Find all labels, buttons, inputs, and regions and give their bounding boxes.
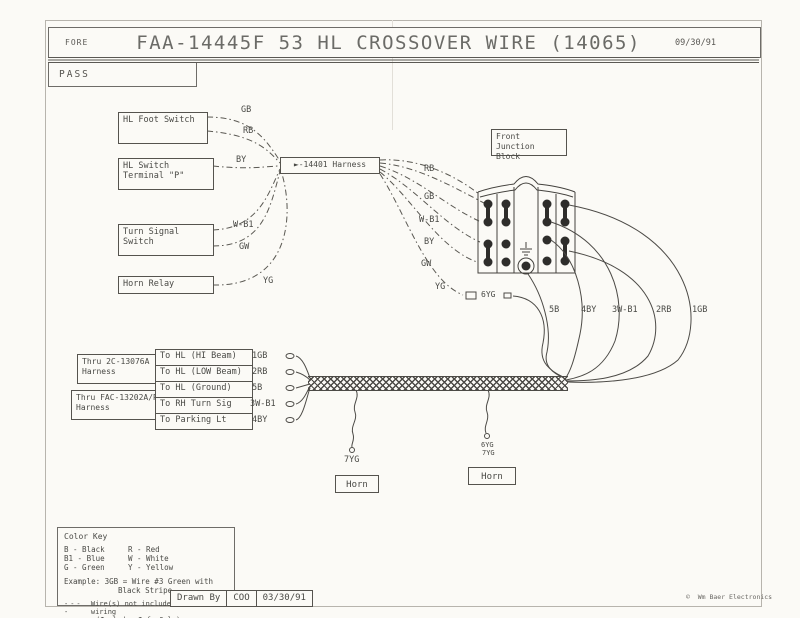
wire-label-5b: 5B [549,305,560,315]
dest-label: To HL (Ground) [160,383,232,393]
output-wires [512,204,692,383]
wire-label-by: BY [236,155,247,165]
dest-wire-1gb: 1GB [252,351,268,361]
left-horn-wire-label: 7YG [344,455,360,465]
front-junction-block-label: Front Junction Block [491,129,567,161]
dest-wire-2rb: 2RB [252,367,268,377]
sheet-border-top [45,20,761,21]
thru-harness-label: Thru 2C-13076A Harness [82,357,150,376]
wire-label-mid-rb: RB [424,164,435,174]
wire-label-1gb: 1GB [692,305,708,315]
org-label: FORE [65,38,89,47]
junction-block-graphic [477,176,576,275]
sheet-border-right [761,20,762,607]
left-horn-box: Horn [335,475,379,493]
color-key-box: Color Key B - Black R - Red B1 - Blue W … [57,527,235,618]
device-label: HL Switch Terminal "P" [123,161,185,181]
dest-hl-hi-beam: To HL (HI Beam) [155,349,253,366]
right-horn-box: Horn [468,467,516,485]
sheet-border-left [45,20,46,607]
title-block: Drawn By COO 03/30/91 [170,590,313,607]
color-key-title: Color Key [64,532,108,541]
copyright-notice: © Wm Baer Electronics [686,593,773,601]
dashed-wires-devices-to-harness [206,116,288,286]
device-label: Turn Signal Switch [123,227,180,247]
main-harness-bundle [308,376,568,391]
dest-wire-3w-b1: 3W-B1 [250,399,276,409]
device-label: HL Foot Switch [123,115,195,125]
pass-label: PASS [59,69,90,80]
pass-box: PASS [48,63,197,87]
dest-hl-low-beam: To HL (LOW Beam) [155,365,253,382]
device-hl-switch-terminal-p: HL Switch Terminal "P" [118,158,214,190]
wire-label-3w-b1: 3W-B1 [612,305,638,315]
wire-label-mid-by: BY [424,237,435,247]
horn-wires [349,389,490,453]
device-turn-signal-switch: Turn Signal Switch [118,224,214,256]
wire-label-gw: GW [239,242,250,252]
color-key-entry: Y - Yellow [128,563,174,572]
dest-wire-5b: 5B [252,383,263,393]
dest-hl-ground: To HL (Ground) [155,381,253,398]
color-key-note-line1: Wire(s) not included with main wiring [90,600,218,616]
color-key-example-line1: Example: 3GB = Wire #3 Green with [64,577,214,586]
dest-label: To HL (HI Beam) [160,351,237,361]
dest-label: To HL (LOW Beam) [160,367,242,377]
device-label: Horn Relay [123,279,175,289]
page-title: FAA-14445F 53 HL CROSSOVER WIRE (14065) [136,31,641,54]
sheet-border-bottom [45,606,762,607]
color-key-note-line2: (Includes Info Only) [96,616,228,618]
dest-rh-turn-sig: To RH Turn Sig [155,397,253,414]
color-key-entry: B1 - Blue [64,554,105,563]
harness-label: ►-14401 Harness [293,160,367,169]
right-horn-wire-label-b: 7YG [482,449,495,457]
thru-harness-2c13076a: Thru 2C-13076A Harness [77,354,163,384]
wire-label-rb: RB [243,126,254,136]
wire-label-mid-gw: GW [421,259,432,269]
dest-wire-4by: 4BY [252,415,268,425]
color-key-entry: B - Black [64,545,105,554]
wire-label-gb: GB [241,105,252,115]
title-bar-stripe [48,57,759,63]
horn-feed-connector-symbols [465,291,512,300]
dest-parking-lt: To Parking Lt [155,413,253,430]
color-key-example-line2: Black Stripe. [118,586,177,595]
junction-terminals [483,199,570,271]
wire-label-yg: YG [263,276,274,286]
wire-label-mid-w-b1: W-B1 [419,215,440,225]
wire-label-w-b1: W-B1 [233,220,254,230]
wire-label-mid-yg: YG [435,282,446,292]
horn-label: Horn [481,472,503,482]
dest-label: To RH Turn Sig [160,399,232,409]
thru-harness-fac13202ar: Thru FAC-13202A/R Harness [71,390,163,420]
color-key-entry: W - White [128,554,169,563]
color-key-entry: R - Red [128,545,160,554]
revision-date: 09/30/91 [675,37,716,48]
drawn-by-label: Drawn By [170,590,228,607]
thru-harness-label: Thru FAC-13202A/R Harness [76,393,158,412]
wire-label-mid-gb: GB [424,192,435,202]
wire-label-2rb: 2RB [656,305,672,315]
wire-label-4by: 4BY [581,305,597,315]
horn-label: Horn [346,480,368,490]
destination-wires [285,353,311,423]
drawn-by-date: 03/30/91 [255,590,313,607]
drawn-by-initials: COO [226,590,257,607]
harness-14401-box: ►-14401 Harness [280,157,380,174]
device-hl-foot-switch: HL Foot Switch [118,112,208,144]
junction-label: Front Junction Block [496,132,535,161]
color-key-entry: G - Green [64,563,105,572]
right-horn-wire-label-a: 6YG [481,441,494,449]
dashed-wires-harness-to-junction [379,159,485,296]
fold-mark [392,20,393,130]
dest-label: To Parking Lt [160,415,227,425]
device-horn-relay: Horn Relay [118,276,214,294]
horn-feed-connector-label: 6YG [481,290,496,299]
dashed-line-sample: ---- [64,600,83,616]
